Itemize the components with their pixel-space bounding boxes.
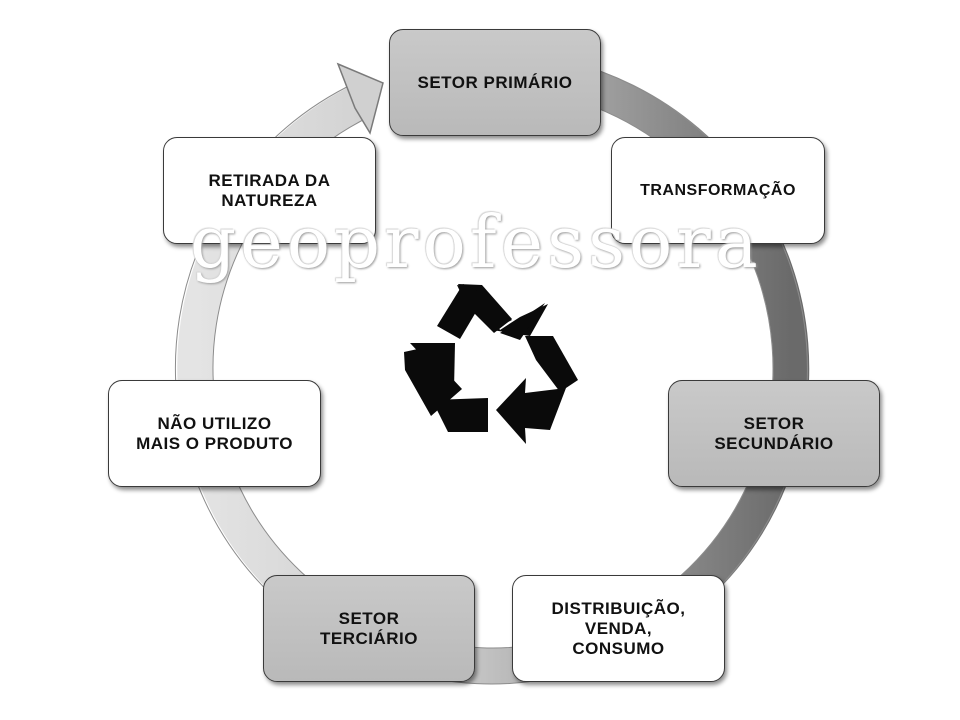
node-nao-utilizo: NÃO UTILIZO MAIS O PRODUTO bbox=[108, 380, 321, 487]
node-distribuicao: DISTRIBUIÇÃO, VENDA, CONSUMO bbox=[512, 575, 725, 682]
node-retirada-natureza: RETIRADA DA NATUREZA bbox=[163, 137, 376, 244]
node-setor-primario: SETOR PRIMÁRIO bbox=[389, 29, 601, 136]
node-setor-terciario: SETOR TERCIÁRIO bbox=[263, 575, 475, 682]
recycle-icon bbox=[404, 284, 578, 444]
node-setor-secundario: SETOR SECUNDÁRIO bbox=[668, 380, 880, 487]
cycle-arrowhead bbox=[336, 62, 384, 135]
node-transformacao: TRANSFORMAÇÃO bbox=[611, 137, 825, 244]
